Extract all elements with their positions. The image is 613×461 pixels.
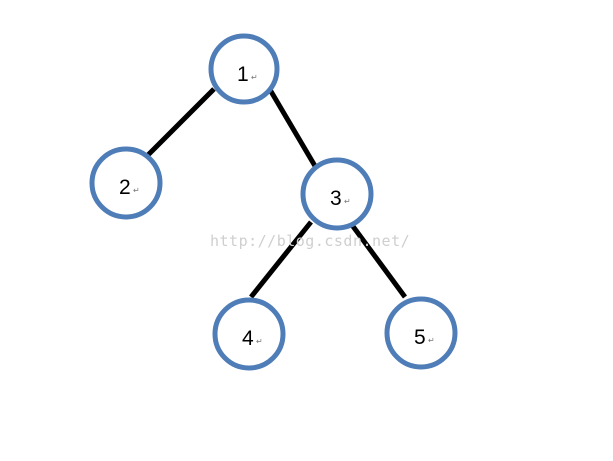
edge-3-4 <box>249 220 313 299</box>
edge-1-3 <box>266 86 318 168</box>
tree-node-1: 1 ↵ <box>208 33 280 105</box>
return-mark: ↵ <box>344 197 351 206</box>
edge-3-5 <box>349 223 408 299</box>
node-2-label: 2 <box>119 176 131 199</box>
return-mark: ↵ <box>256 337 263 346</box>
node-4-label: 4 <box>242 327 254 350</box>
node-3-label: 3 <box>330 187 342 210</box>
tree-node-2: 2 ↵ <box>89 146 163 220</box>
tree-node-3: 3 ↵ <box>300 157 374 231</box>
return-mark: ↵ <box>428 336 435 345</box>
edge-1-2 <box>145 87 216 158</box>
return-mark: ↵ <box>133 186 140 195</box>
tree-node-4: 4 ↵ <box>212 297 286 371</box>
watermark-text: http://blog.csdn.net/ <box>210 232 410 250</box>
tree-node-5: 5 ↵ <box>384 296 458 370</box>
return-mark: ↵ <box>251 73 258 82</box>
node-1-label: 1 <box>237 63 249 86</box>
node-5-label: 5 <box>414 326 426 349</box>
